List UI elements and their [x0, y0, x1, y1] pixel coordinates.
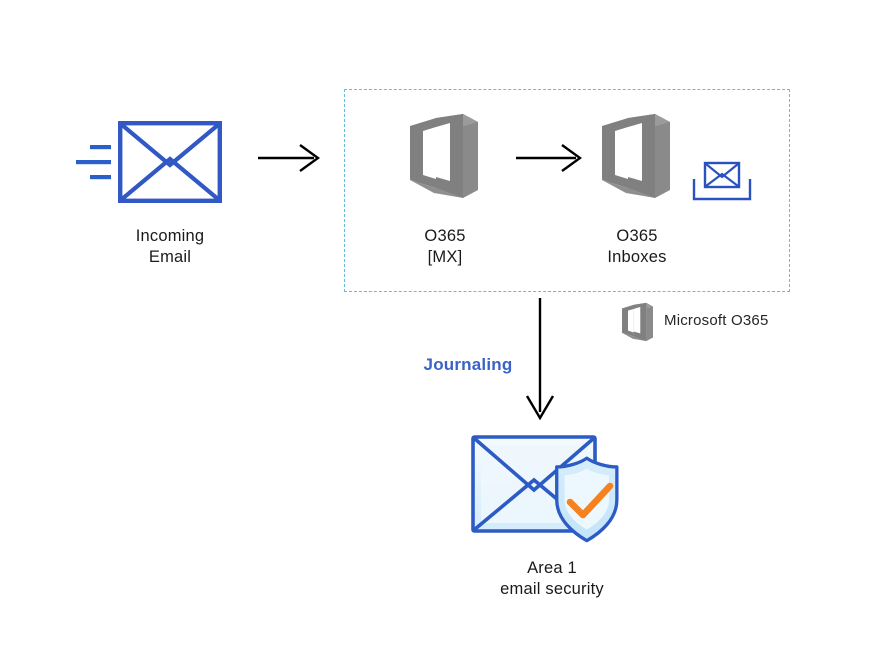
o365-boundary-box — [344, 89, 790, 292]
o365-mx-label: O365 [MX] — [424, 227, 466, 266]
office-365-icon — [406, 112, 484, 200]
motion-lines-icon — [76, 143, 112, 183]
arrow-down-icon — [518, 298, 562, 421]
incoming-email-label: Incoming Email — [135, 227, 205, 266]
inbox-mail-icon — [692, 159, 752, 203]
shielded-envelope-icon — [470, 432, 634, 546]
arrow-right-icon — [516, 140, 583, 176]
microsoft-o365-legend-label: Microsoft O365 — [664, 312, 769, 329]
office-365-icon — [598, 112, 676, 200]
arrow-right-icon — [258, 140, 321, 176]
area1-email-security-label: Area 1 email security — [500, 559, 604, 598]
envelope-icon — [118, 121, 222, 203]
office-365-icon — [620, 302, 656, 342]
o365-inboxes-label: O365 Inboxes — [607, 227, 667, 266]
journaling-label: Journaling — [423, 355, 513, 374]
